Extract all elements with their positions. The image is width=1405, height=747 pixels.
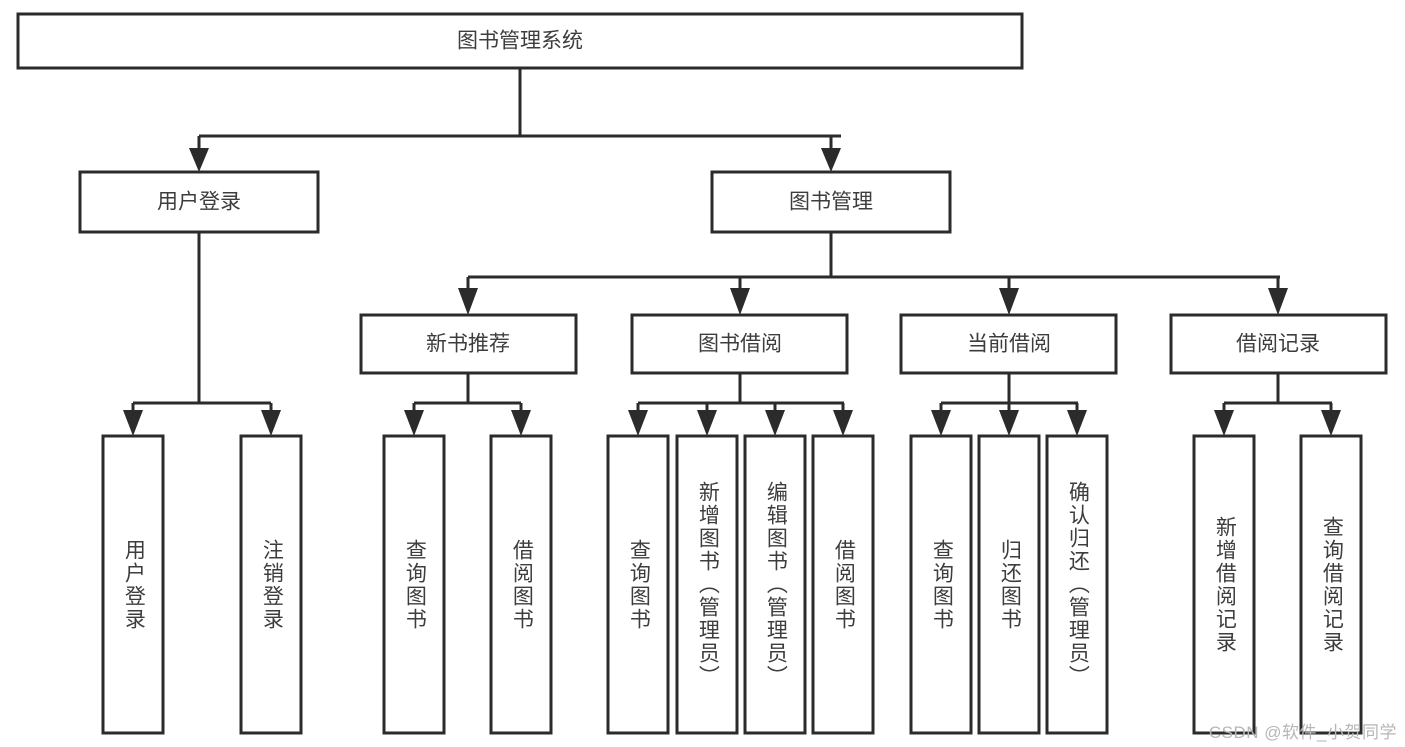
leaf-edit-book-box[interactable] (743, 434, 807, 735)
connector-book-borrow-to-leaves (628, 373, 853, 436)
arrowhead-leaf-user-login (123, 410, 143, 436)
leaf-query-book-2-box[interactable] (606, 434, 670, 735)
arrowhead-borrow-record (1268, 288, 1288, 315)
node-user-login-label: 用户登录 (157, 191, 241, 214)
node-current-borrow-label: 当前借阅 (967, 333, 1051, 356)
leaf-query-book-3-box[interactable] (909, 434, 973, 735)
node-book-borrow[interactable]: 图书借阅 (630, 313, 849, 375)
node-new-book-recommend-box[interactable] (359, 313, 578, 375)
connector-current-borrow-to-leaves (931, 373, 1087, 436)
arrowhead-leaf-edit-book (765, 410, 785, 436)
leaf-query-record-box[interactable] (1299, 434, 1363, 735)
node-book-manage-label: 图书管理 (789, 191, 873, 214)
leaf-user-logout-box[interactable] (239, 434, 303, 735)
arrowhead-leaf-query-book-3 (931, 410, 951, 436)
node-book-manage[interactable]: 图书管理 (710, 170, 952, 234)
arrowhead-leaf-user-logout (261, 410, 281, 436)
arrowhead-leaf-borrow-book-2 (833, 410, 853, 436)
node-user-login-box[interactable] (78, 170, 320, 234)
leaf-confirm-return-box[interactable] (1045, 434, 1109, 735)
connector-new-book-recommend-to-leaves (404, 373, 531, 436)
node-book-borrow-label: 图书借阅 (698, 333, 782, 356)
arrowhead-book-borrow (730, 288, 750, 315)
node-borrow-record[interactable]: 借阅记录 (1169, 313, 1388, 375)
arrowhead-leaf-add-record (1214, 410, 1234, 436)
node-user-login[interactable]: 用户登录 (78, 170, 320, 234)
arrowhead-leaf-query-book-1 (404, 410, 424, 436)
leaf-query-book-1-box[interactable] (382, 434, 446, 735)
node-root-label: 图书管理系统 (457, 30, 583, 53)
node-root[interactable]: 图书管理系统 (16, 12, 1024, 70)
node-borrow-record-box[interactable] (1169, 313, 1388, 375)
node-new-book-recommend-label: 新书推荐 (426, 333, 510, 356)
connector-borrow-record-to-leaves (1214, 373, 1341, 436)
leaf-boxes (101, 434, 1363, 735)
connector-book-manage-to-level3 (458, 232, 1288, 315)
arrowhead-user-login (189, 148, 209, 172)
node-current-borrow[interactable]: 当前借阅 (899, 313, 1118, 375)
node-root-box[interactable] (16, 12, 1024, 70)
arrowhead-leaf-add-book (697, 410, 717, 436)
arrowhead-leaf-borrow-book-1 (511, 410, 531, 436)
leaf-add-record-box[interactable] (1192, 434, 1256, 735)
node-book-borrow-box[interactable] (630, 313, 849, 375)
arrowhead-new-book-recommend (458, 288, 478, 315)
arrowhead-leaf-query-book-2 (628, 410, 648, 436)
node-borrow-record-label: 借阅记录 (1236, 333, 1320, 356)
arrowhead-leaf-return-book (999, 410, 1019, 436)
leaf-user-login-box[interactable] (101, 434, 165, 735)
arrowhead-book-manage (821, 148, 841, 172)
node-current-borrow-box[interactable] (899, 313, 1118, 375)
watermark-text: CSDN @软件_小贺同学 (1208, 723, 1397, 742)
node-book-manage-box[interactable] (710, 170, 952, 234)
node-new-book-recommend[interactable]: 新书推荐 (359, 313, 578, 375)
leaf-add-book-box[interactable] (675, 434, 739, 735)
connector-user-login-to-leaves (123, 232, 281, 436)
arrowhead-current-borrow (999, 288, 1019, 315)
leaf-borrow-book-2-box[interactable] (811, 434, 875, 735)
arrowhead-leaf-query-record (1321, 410, 1341, 436)
leaf-borrow-book-1-box[interactable] (489, 434, 553, 735)
leaf-return-book-box[interactable] (977, 434, 1041, 735)
arrowhead-leaf-confirm-return (1067, 410, 1087, 436)
connector-root-to-level2 (189, 68, 841, 172)
